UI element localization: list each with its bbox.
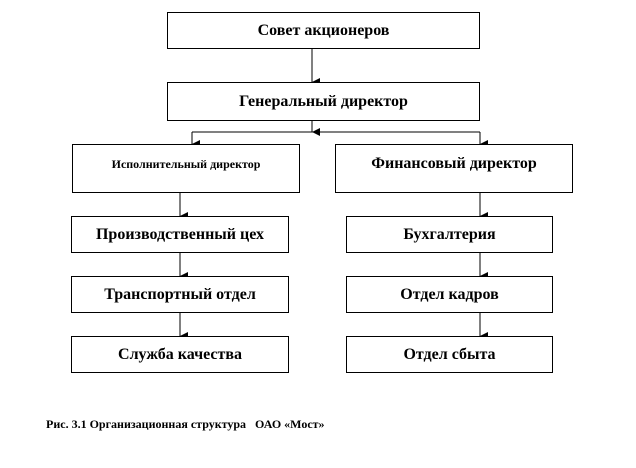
node-label: Отдел кадров (400, 285, 499, 303)
node-hr: Отдел кадров (346, 276, 553, 313)
node-quality: Служба качества (71, 336, 289, 373)
node-label: Отдел сбыта (403, 345, 496, 363)
node-ceo: Генеральный директор (167, 82, 480, 121)
node-exec-director: Исполнительный директор (72, 144, 300, 193)
node-accounting: Бухгалтерия (346, 216, 553, 253)
node-label: Производственный цех (95, 225, 264, 243)
node-label: Совет акционеров (257, 21, 390, 39)
figure-caption: Рис. 3.1 Организационная структура ОАО «… (46, 417, 325, 431)
node-label: Бухгалтерия (403, 225, 496, 243)
node-label: Служба качества (118, 345, 242, 363)
node-sales: Отдел сбыта (346, 336, 553, 373)
node-production: Производственный цех (71, 216, 289, 253)
node-label: Исполнительный директор (111, 157, 261, 171)
node-board: Совет акционеров (167, 12, 480, 49)
node-label: Финансовый директор (371, 155, 537, 172)
node-transport: Транспортный отдел (71, 276, 289, 313)
node-fin-director: Финансовый директор (335, 144, 573, 193)
node-label: Генеральный директор (239, 93, 408, 110)
node-label: Транспортный отдел (104, 285, 256, 303)
